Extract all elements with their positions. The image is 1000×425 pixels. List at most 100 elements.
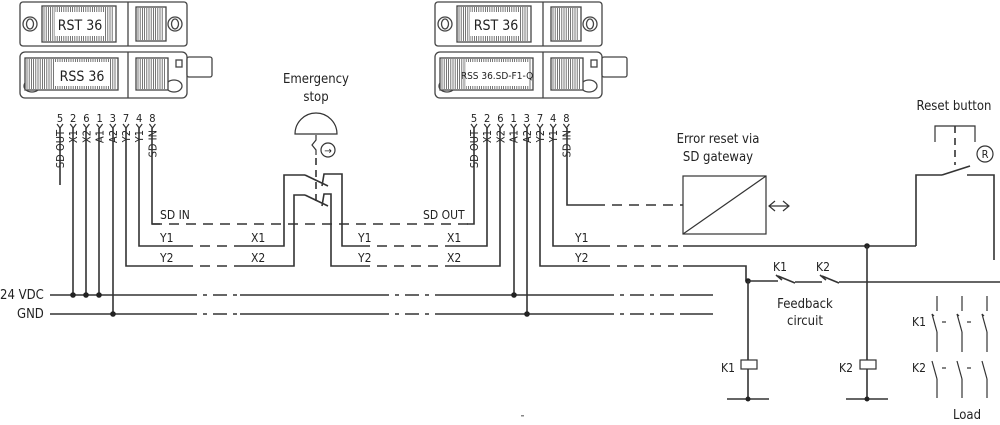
pin-number: 3 [524, 112, 530, 125]
estop-y2-label: Y2 [357, 251, 371, 265]
reset-contact-in [915, 174, 942, 246]
right-x2-wire [445, 128, 501, 267]
pin-number: 4 [136, 112, 142, 125]
supply-rail-label: 24 VDC [0, 288, 44, 303]
k2-feedback-contact [821, 275, 840, 284]
relay-coil-icon [859, 359, 877, 370]
junction-dot [524, 311, 530, 317]
pin-name: A1 [94, 130, 107, 143]
feedback-k2-label: K2 [816, 260, 830, 274]
pin-number: 5 [471, 112, 477, 125]
pin-number: 1 [96, 112, 102, 125]
emergency-stop: Emergency stop → [240, 72, 360, 267]
sensor-right-label: RSS 36.SD-F1-Q [461, 71, 533, 82]
right-y1-label: Y1 [574, 231, 588, 245]
estop-contact1-in [240, 174, 305, 247]
k2-load-contact [931, 360, 938, 380]
estop-contact2-blade [304, 194, 329, 207]
coil-k2: K2 [839, 246, 888, 402]
estop-contact1-blade [304, 174, 329, 187]
k1-feedback-contact [777, 275, 796, 284]
k1-load-contact [956, 313, 963, 333]
sd-out-label: SD OUT [423, 208, 465, 222]
svg-text:→: → [324, 146, 332, 157]
right-sd-out-wire [467, 128, 475, 225]
coil-k1: K1 [721, 281, 769, 402]
gateway-title-2: SD gateway [683, 150, 753, 165]
actuator-right-label: RST 36 [474, 18, 518, 34]
load-pole [981, 296, 988, 398]
k1-load-contact [931, 313, 938, 333]
estop-x1-label: X1 [251, 231, 265, 245]
gateway-box [682, 175, 767, 235]
load-pole [931, 296, 949, 398]
right-x1-label: X1 [447, 231, 461, 245]
estop-title-2: stop [303, 90, 328, 105]
feedback-title-1: Feedback [777, 297, 833, 312]
junction-dot [96, 292, 102, 298]
pin-number: 2 [70, 112, 76, 125]
load-k1-label: K1 [912, 315, 926, 329]
left-y2-wire [125, 128, 183, 267]
actuator-left-label: RST 36 [58, 18, 102, 34]
reset-contact-blade [941, 165, 971, 176]
pin-number: 8 [149, 112, 155, 125]
right-x1-wire [445, 128, 488, 247]
svg-text:R: R [982, 148, 989, 161]
k2-load-contact [981, 360, 988, 380]
load-contacts [931, 296, 988, 398]
estop-contact1-out [321, 173, 360, 247]
relay-coil-icon [740, 359, 758, 370]
pin-number: 7 [123, 112, 129, 125]
pin-name: X2 [80, 130, 93, 143]
k2-load-contact [956, 360, 963, 380]
junction-dot [110, 311, 116, 317]
pin-number: 6 [83, 112, 89, 125]
pin-terminal: 6X2 [494, 112, 507, 143]
left-y1-wire [138, 128, 183, 247]
coil-k1-label: K1 [721, 361, 735, 375]
feedback-k1-label: K1 [773, 260, 787, 274]
latch-icon [311, 135, 317, 155]
right-y1-wire [552, 128, 600, 247]
pin-number: 3 [110, 112, 116, 125]
load-pole [956, 296, 974, 398]
reset-symbol-icon [976, 145, 994, 163]
estop-contact2-in [240, 194, 305, 267]
rotate-release-icon [320, 142, 336, 158]
load-title: Load [953, 408, 981, 423]
sd-gateway: Error reset via SD gateway [677, 132, 790, 235]
right-y2-wire [539, 128, 600, 267]
junction-dot [511, 292, 517, 298]
gateway-title-1: Error reset via [677, 132, 760, 147]
estop-y1-label: Y1 [357, 231, 371, 245]
junction-dot [83, 292, 89, 298]
pin-number: 4 [550, 112, 556, 125]
right-x2-label: X2 [447, 251, 461, 265]
left-y1-label: Y1 [159, 231, 173, 245]
pin-number: 1 [510, 112, 516, 125]
pin-number: 6 [497, 112, 503, 125]
pin-terminal: 6X2 [80, 112, 93, 143]
sensor-right: RSS 36.SD-F1-Q [434, 51, 628, 99]
right-sd-in-wire [566, 128, 595, 206]
stray-mark [521, 415, 524, 417]
pin-number: 8 [563, 112, 569, 125]
actuator-right: RST 36 [434, 1, 603, 47]
pin-terminal: 8 SD IN [146, 112, 159, 157]
estop-x2-label: X2 [251, 251, 265, 265]
estop-title-1: Emergency [283, 72, 349, 87]
ground-rail-label: GND [17, 307, 44, 322]
sensor-left: RSS 36 [19, 51, 213, 99]
k1-load-contact [981, 313, 988, 333]
y2-feedback-wire [683, 265, 747, 281]
sensor-left-label: RSS 36 [60, 69, 105, 85]
coil-k2-label: K2 [839, 361, 853, 375]
pin-name: SD IN [146, 130, 159, 157]
gateway-diagonal [682, 175, 767, 235]
left-y2-label: Y2 [159, 251, 173, 265]
feedback-title-2: circuit [787, 314, 823, 329]
pin-name: X2 [494, 130, 507, 143]
reset-title: Reset button [917, 99, 992, 114]
